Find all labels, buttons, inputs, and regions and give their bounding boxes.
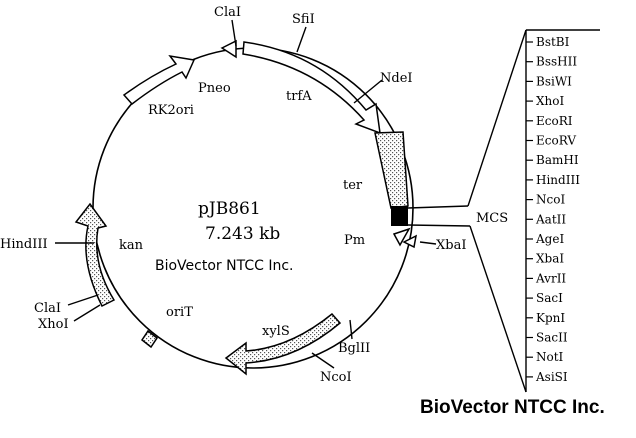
clai-left-label: ClaI bbox=[34, 301, 61, 316]
mcs-label: MCS bbox=[476, 211, 508, 226]
mcs-site-list: BstBI BssHII BsiWI XhoI EcoRI EcoRV BamHI HindI… bbox=[526, 35, 580, 384]
ter-box bbox=[374, 131, 409, 209]
clai-top-tick bbox=[231, 19, 237, 47]
xyls-label: xylS bbox=[262, 324, 290, 339]
mcs-site-saci: SacI bbox=[536, 291, 563, 305]
clai-top-label: ClaI bbox=[214, 5, 241, 20]
xhoi-left-tick bbox=[73, 304, 101, 322]
mcs-site-kpni: KpnI bbox=[536, 311, 565, 325]
mcs-site-asisi: AsiSI bbox=[535, 370, 568, 384]
mcs-connector-bottom bbox=[407, 224, 471, 227]
mcs-fan-top bbox=[467, 29, 527, 207]
watermark-corner: BioVector NTCC Inc. bbox=[420, 397, 605, 418]
xbai-tick bbox=[419, 241, 437, 245]
ndei-tick bbox=[353, 79, 383, 104]
mcs-site-avrii: AvrII bbox=[535, 271, 566, 285]
xbai-label: XbaI bbox=[436, 238, 466, 253]
mcs-site-agei: AgeI bbox=[535, 232, 564, 246]
pm-label: Pm bbox=[344, 233, 365, 248]
ndei-label: NdeI bbox=[380, 71, 413, 86]
mcs-site-xhoi: XhoI bbox=[536, 94, 564, 108]
xhoi-left-label: XhoI bbox=[38, 317, 69, 332]
mcs-fan-bottom bbox=[469, 225, 527, 393]
watermark-center: BioVector NTCC Inc. bbox=[155, 258, 293, 274]
mcs-site-bamhi: BamHI bbox=[536, 153, 579, 167]
mcs-site-sacii: SacII bbox=[536, 331, 568, 345]
mcs-connector-top bbox=[407, 205, 469, 209]
mcs-box bbox=[391, 206, 408, 226]
mcs-site-bstbi: BstBI bbox=[536, 35, 570, 49]
kan-label: kan bbox=[119, 238, 144, 253]
mcs-site-bsiwi: BsiWI bbox=[536, 74, 572, 88]
mcs-site-ncoi: NcoI bbox=[536, 193, 565, 207]
kan-arrow bbox=[74, 202, 116, 308]
orit-label: oriT bbox=[166, 305, 193, 320]
mcs-site-noti: NotI bbox=[536, 350, 564, 364]
mcs-site-aatii: AatII bbox=[535, 212, 566, 226]
ncoi-label: NcoI bbox=[320, 370, 352, 385]
hindiii-left-label: HindIII bbox=[0, 237, 48, 252]
clai-left-tick bbox=[67, 294, 99, 306]
trfa-label: trfA bbox=[286, 89, 312, 104]
mcs-site-bsshii: BssHII bbox=[536, 55, 577, 69]
sfii-label: SfiI bbox=[292, 12, 315, 27]
pneo-arrow bbox=[220, 39, 237, 59]
mcs-site-hindiii: HindIII bbox=[536, 173, 580, 187]
orit-box bbox=[140, 329, 159, 349]
sfii-tick bbox=[296, 26, 307, 53]
xyls-arrow bbox=[224, 312, 342, 376]
xbai-triangle bbox=[402, 234, 418, 249]
mcs-site-xbai: XbaI bbox=[536, 252, 564, 266]
mcs-site-ecorv: EcoRV bbox=[536, 134, 576, 148]
rk2ori-arrow bbox=[122, 54, 196, 106]
pm-triangle bbox=[392, 227, 411, 247]
bglii-label: BglII bbox=[338, 341, 370, 356]
bglii-tick bbox=[349, 319, 353, 340]
plasmid-name: pJB861 bbox=[198, 199, 261, 219]
plasmid-size: 7.243 kb bbox=[205, 224, 280, 244]
ncoi-tick bbox=[311, 352, 335, 369]
pneo-label: Pneo bbox=[198, 81, 231, 96]
rk2ori-label: RK2ori bbox=[148, 103, 194, 118]
mcs-site-ecori: EcoRI bbox=[536, 114, 573, 128]
ter-label: ter bbox=[343, 178, 363, 193]
